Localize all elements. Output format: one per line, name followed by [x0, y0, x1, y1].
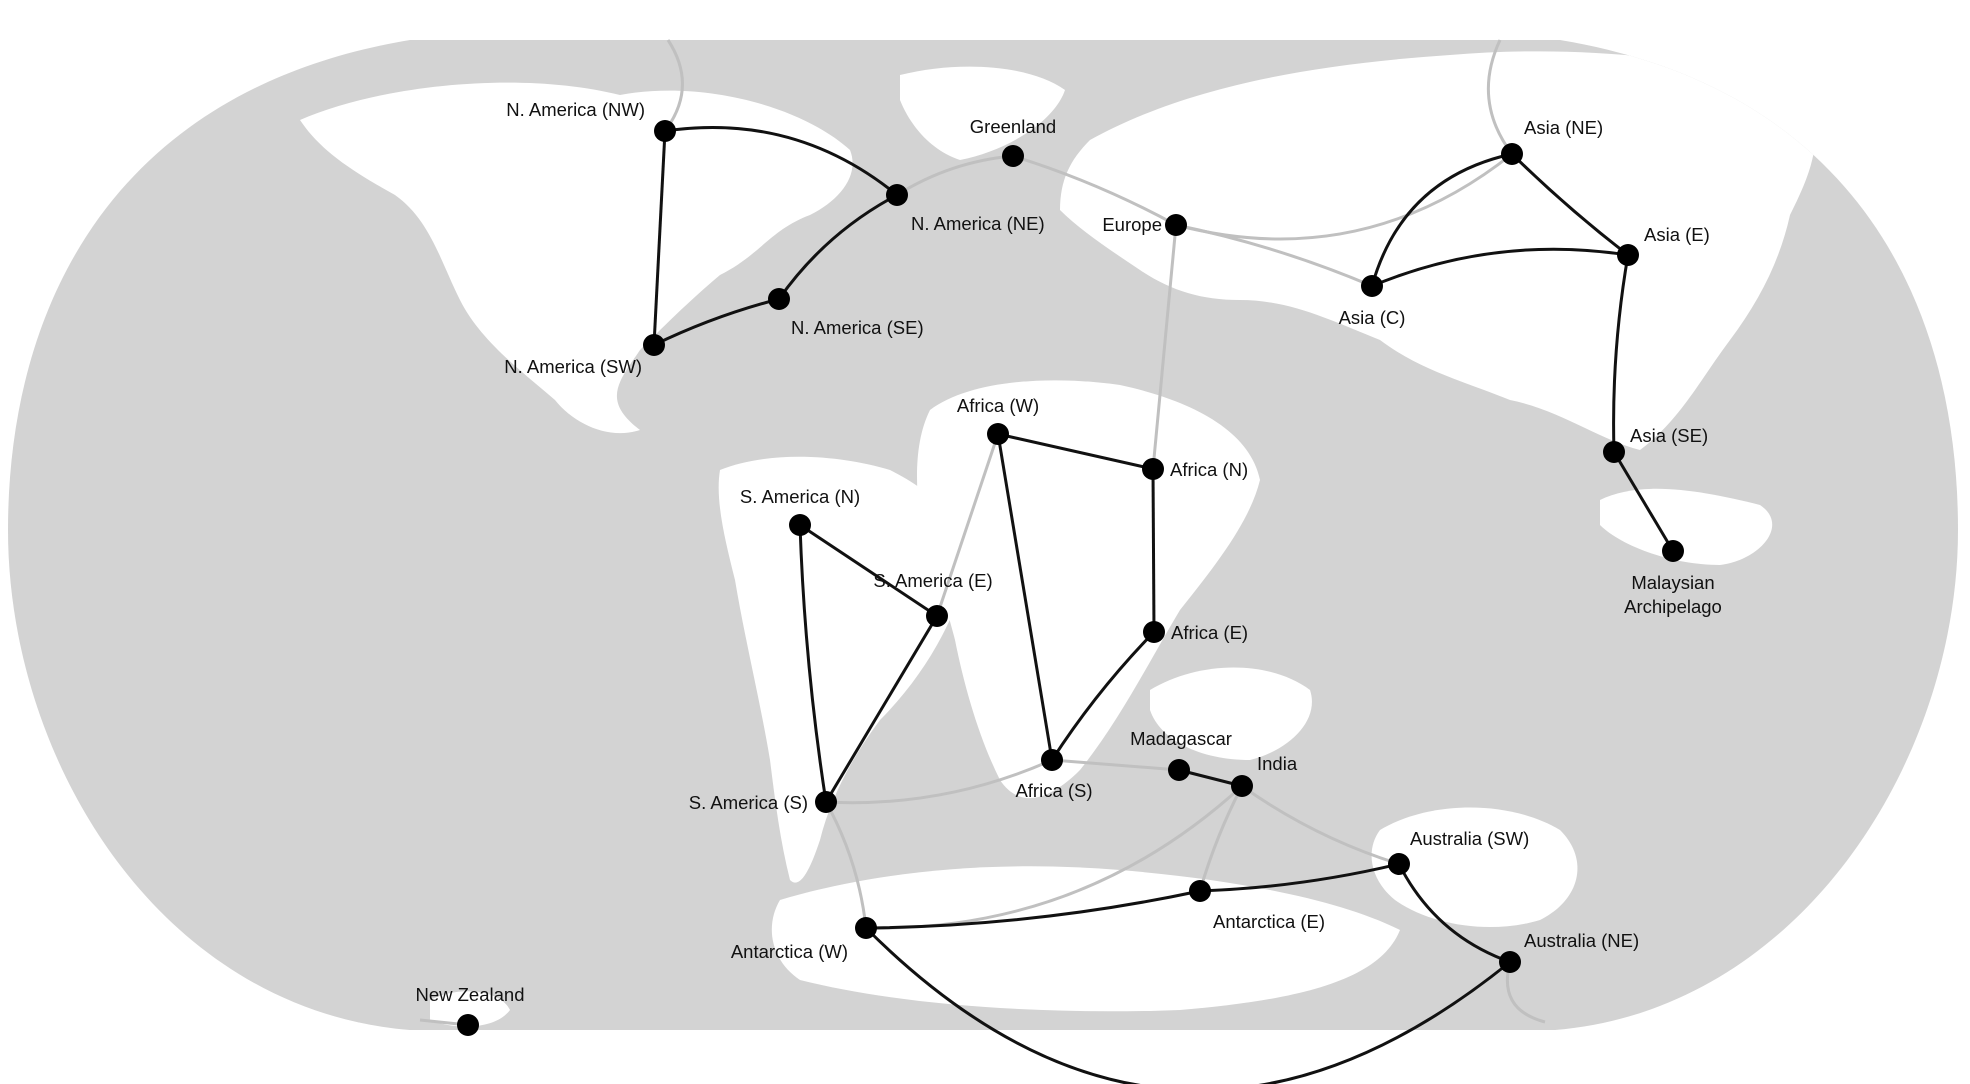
antarctica-land [771, 866, 1400, 1012]
label-sam-n: S. America (N) [740, 486, 860, 507]
weak-edge-india-aus-sw [1241, 784, 1400, 866]
node-asia-se [1603, 441, 1625, 463]
weak-edge-sam-s-africa-s [825, 758, 1053, 805]
strong-edge-na-se-na-ne [777, 193, 898, 300]
label-ant-e: Antarctica (E) [1213, 911, 1325, 932]
strong-edge-africa-e-africa-s [1050, 630, 1156, 761]
label-india: India [1257, 753, 1298, 774]
australia-land [1371, 807, 1578, 928]
strong-edge-ant-w-ant-e [865, 889, 1201, 930]
strong-edge-ant-e-aus-sw [1199, 862, 1400, 893]
strong-connection-layer [652, 125, 1675, 1084]
malaysian-archipelago-land [1600, 488, 1773, 565]
strong-edge-sam-e-sam-s [824, 615, 939, 803]
label-asia-e: Asia (E) [1644, 224, 1710, 245]
strong-edge-asia-e-asia-se [1612, 254, 1630, 453]
label-ant-w: Antarctica (W) [731, 941, 848, 962]
label-layer: N. America (NW) Greenland N. America (NE) N… [415, 99, 1721, 1005]
label-na-sw: N. America (SW) [504, 356, 642, 377]
label-aus-ne: Australia (NE) [1524, 930, 1639, 951]
strong-edge-asia-c-asia-e [1371, 247, 1629, 288]
node-na-nw [654, 120, 676, 142]
weak-edge-na-nw-arctic-top [663, 39, 684, 132]
node-africa-n [1142, 458, 1164, 480]
node-sam-n [789, 514, 811, 536]
node-india [1231, 775, 1253, 797]
node-asia-ne [1501, 143, 1523, 165]
label-asia-c: Asia (C) [1339, 307, 1406, 328]
land-masses [300, 51, 1816, 1027]
weak-edge-na-ne-greenland [896, 154, 1014, 197]
strong-edge-africa-n-africa-e [1151, 468, 1156, 633]
weak-edge-europe-africa-n [1151, 224, 1178, 470]
strong-edge-asia-c-asia-ne [1370, 152, 1513, 287]
strong-edge-na-sw-na-se [653, 297, 780, 347]
strong-edge-africa-w-africa-s [996, 433, 1054, 761]
south-america-land [718, 456, 968, 883]
weak-edge-sam-s-ant-w [824, 801, 868, 929]
label-na-ne: N. America (NE) [911, 213, 1045, 234]
node-ant-e [1189, 880, 1211, 902]
weak-edge-europe-asia-ne [1175, 152, 1513, 241]
madagascar-india-land [1150, 667, 1312, 760]
node-malay [1662, 540, 1684, 562]
label-africa-n: Africa (N) [1170, 459, 1248, 480]
label-africa-s: Africa (S) [1015, 780, 1092, 801]
label-na-nw: N. America (NW) [506, 99, 645, 120]
label-na-se: N. America (SE) [791, 317, 924, 338]
node-sam-e [926, 605, 948, 627]
label-africa-e: Africa (E) [1171, 622, 1248, 643]
label-greenland: Greenland [970, 116, 1056, 137]
node-greenland [1002, 145, 1024, 167]
eurasia-land [1060, 51, 1816, 450]
node-layer [457, 120, 1684, 1036]
strong-edge-na-nw-na-ne [664, 125, 898, 197]
africa-land [917, 380, 1260, 799]
label-africa-w: Africa (W) [957, 395, 1039, 416]
node-na-se [768, 288, 790, 310]
strong-edge-sam-n-sam-s [798, 524, 828, 803]
north-america-land [300, 82, 853, 434]
weak-edge-africa-w-sam-e [935, 433, 1000, 617]
strong-edge-asia-se-malay [1612, 451, 1675, 552]
strong-edge-aus-sw-aus-ne [1397, 863, 1511, 964]
node-sam-s [815, 791, 837, 813]
weak-connection-layer [419, 39, 1546, 1027]
strong-edge-na-nw-na-sw [652, 130, 667, 346]
node-madagascar [1168, 759, 1190, 781]
node-europe [1165, 214, 1187, 236]
world-map [8, 40, 1958, 1030]
node-africa-s [1041, 749, 1063, 771]
label-madagascar: Madagascar [1130, 728, 1232, 749]
node-na-sw [643, 334, 665, 356]
weak-edge-greenland-europe [1012, 154, 1177, 227]
strong-edge-sam-n-sam-e [799, 523, 938, 618]
node-asia-c [1361, 275, 1383, 297]
node-aus-sw [1388, 853, 1410, 875]
node-nz [457, 1014, 479, 1036]
label-sam-e: S. America (E) [873, 570, 992, 591]
node-asia-e [1617, 244, 1639, 266]
strong-edge-asia-ne-asia-e [1510, 152, 1629, 257]
label-sam-s: S. America (S) [689, 792, 808, 813]
weak-edge-africa-s-madagascar [1051, 758, 1180, 772]
weak-edge-india-ant-e [1198, 785, 1244, 892]
greenland-land [900, 66, 1065, 160]
node-na-ne [886, 184, 908, 206]
label-nz: New Zealand [415, 984, 524, 1005]
strong-edge-ant-w-aus-ne [864, 926, 1511, 1084]
label-asia-ne: Asia (NE) [1524, 117, 1603, 138]
node-africa-w [987, 423, 1009, 445]
node-africa-e [1143, 621, 1165, 643]
label-europe: Europe [1102, 214, 1162, 235]
strong-edge-africa-w-africa-n [997, 432, 1154, 471]
node-aus-ne [1499, 951, 1521, 973]
new-zealand-land [430, 991, 510, 1027]
node-ant-w [855, 917, 877, 939]
label-aus-sw: Australia (SW) [1410, 828, 1529, 849]
label-asia-se: Asia (SE) [1630, 425, 1708, 446]
weak-edge-asia-ne-arctic-top-e [1486, 39, 1514, 155]
